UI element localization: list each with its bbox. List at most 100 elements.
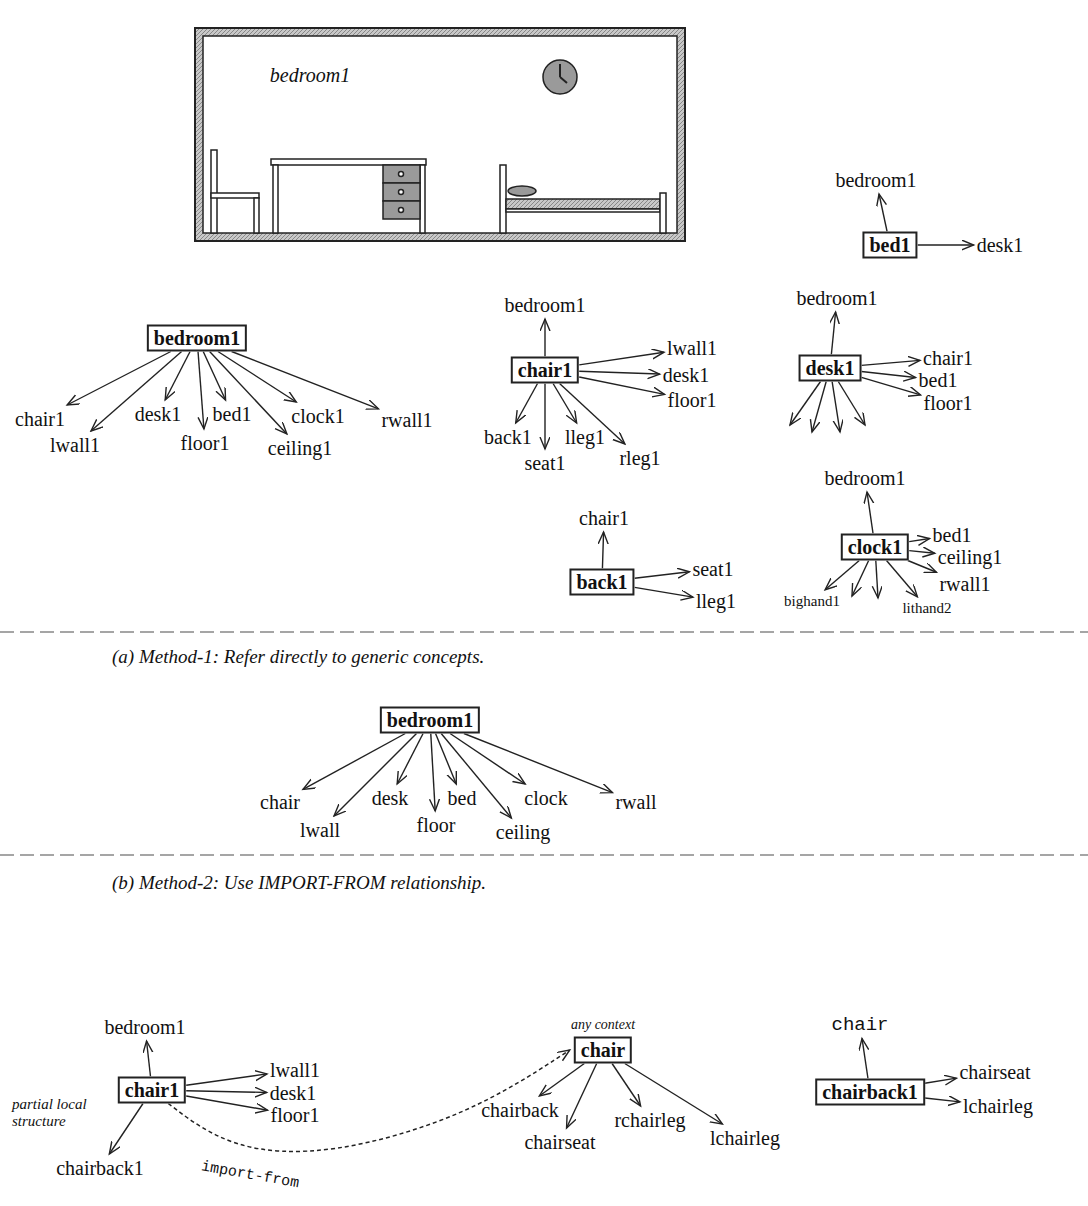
concept-label: chair1 <box>923 347 973 369</box>
concept-label: floor1 <box>924 392 973 414</box>
concept-label: lwall <box>300 819 340 841</box>
desk-top <box>271 159 426 165</box>
concept-label: desk <box>372 787 409 809</box>
bed-mattress <box>506 199 660 209</box>
concept-label: rleg1 <box>619 447 660 469</box>
clock-drawing <box>543 60 577 94</box>
slot-arrow <box>436 734 457 785</box>
slot-arrow <box>186 1091 266 1093</box>
concept-label: chair1 <box>15 408 65 430</box>
concept-label: lwall1 <box>667 337 717 359</box>
chair-leg <box>254 198 259 233</box>
concept-label: rwall1 <box>381 409 432 431</box>
slot-arrow <box>186 1074 267 1085</box>
concept-label: ceiling1 <box>938 546 1002 568</box>
slot-arrow <box>579 377 664 394</box>
slot-arrow <box>397 734 423 785</box>
concept-label: bedroom1 <box>796 287 877 309</box>
concept-label: desk1 <box>977 234 1024 256</box>
concept-label: rwall <box>615 791 656 813</box>
concept-label: bedroom1 <box>104 1016 185 1038</box>
slot-arrow <box>516 384 538 424</box>
concept-label: lwall1 <box>50 434 100 456</box>
slot-arrow <box>908 561 937 573</box>
concept-label: chairback1 <box>56 1157 144 1179</box>
concept-box: bedroom1 <box>380 707 480 734</box>
concept-box: back1 <box>569 569 634 596</box>
chair-drawing <box>211 150 259 233</box>
slot-arrow <box>544 384 545 450</box>
concept-label: chairseat <box>959 1061 1030 1083</box>
slot-arrow <box>544 319 545 357</box>
concept-name: clock1 <box>848 536 902 559</box>
concept-name: bedroom1 <box>387 709 473 732</box>
concept-box: chairback1 <box>815 1079 925 1106</box>
slot-arrow <box>635 587 693 597</box>
desk-drawer <box>383 183 420 201</box>
slot-arrow <box>165 352 190 401</box>
concept-label: bed1 <box>933 524 972 546</box>
chair-seat <box>211 193 259 198</box>
concept-label: ceiling1 <box>268 437 332 459</box>
desk-drawer <box>383 165 420 183</box>
concept-box: bed1 <box>862 232 917 259</box>
concept-name: bedroom1 <box>154 327 240 350</box>
desk-drawer <box>383 201 420 219</box>
chair-back <box>211 150 217 233</box>
slot-arrow <box>567 1064 597 1129</box>
desk-drawing <box>271 159 426 233</box>
concept-box: clock1 <box>841 534 909 561</box>
annotation-note: partial local structure <box>12 1096 112 1129</box>
separator-line <box>0 631 1088 633</box>
concept-label: lithand2 <box>902 600 951 617</box>
slot-arrow <box>334 734 417 817</box>
concept-label: bed1 <box>213 403 252 425</box>
concept-label: seat1 <box>524 452 565 474</box>
slot-arrow <box>539 1064 584 1097</box>
slot-arrow <box>553 384 577 424</box>
slot-arrow <box>186 1096 267 1110</box>
concept-label: bedroom1 <box>504 294 585 316</box>
slot-arrow <box>303 734 405 790</box>
concept-name: chair <box>581 1039 625 1062</box>
annotation-note: any context <box>571 1017 635 1032</box>
bed-footpost <box>660 193 666 233</box>
concept-label: lwall1 <box>270 1059 320 1081</box>
drawer-knob <box>399 172 404 177</box>
concept-label: clock1 <box>291 405 344 427</box>
slot-arrow <box>431 734 435 812</box>
concept-label: bed <box>448 787 477 809</box>
slot-arrow <box>876 561 878 599</box>
slot-arrow <box>867 492 873 534</box>
concept-label: chair <box>831 1015 888 1036</box>
slot-arrow <box>91 352 182 432</box>
slot-arrow <box>210 352 287 435</box>
slot-arrow <box>67 352 171 406</box>
slot-arrow <box>887 561 918 597</box>
desk-leg <box>273 165 278 233</box>
concept-name: chairback1 <box>822 1081 918 1104</box>
slot-arrow <box>232 352 379 409</box>
slot-arrow <box>838 382 865 426</box>
slot-arrow <box>198 352 204 430</box>
slot-arrow <box>918 244 974 245</box>
concept-label: floor <box>417 814 456 836</box>
concept-label: ceiling <box>496 821 550 843</box>
concept-name: desk1 <box>806 357 855 380</box>
slot-arrow <box>852 561 869 597</box>
slot-arrow <box>909 538 929 541</box>
concept-name: chair1 <box>125 1079 179 1102</box>
concept-label: lchairleg <box>710 1127 780 1149</box>
slot-arrow <box>109 1104 143 1155</box>
concept-label: desk1 <box>135 403 182 425</box>
slot-arrow <box>464 734 613 793</box>
concept-label: bed1 <box>919 369 958 391</box>
concept-box: chair1 <box>118 1077 186 1104</box>
concept-label: bedroom1 <box>835 169 916 191</box>
concept-label: floor1 <box>181 432 230 454</box>
concept-label: back1 <box>484 426 532 448</box>
concept-box: chair1 <box>511 357 579 384</box>
concept-label: desk1 <box>270 1082 317 1104</box>
slot-arrow <box>861 360 920 365</box>
slot-arrow <box>203 352 225 401</box>
